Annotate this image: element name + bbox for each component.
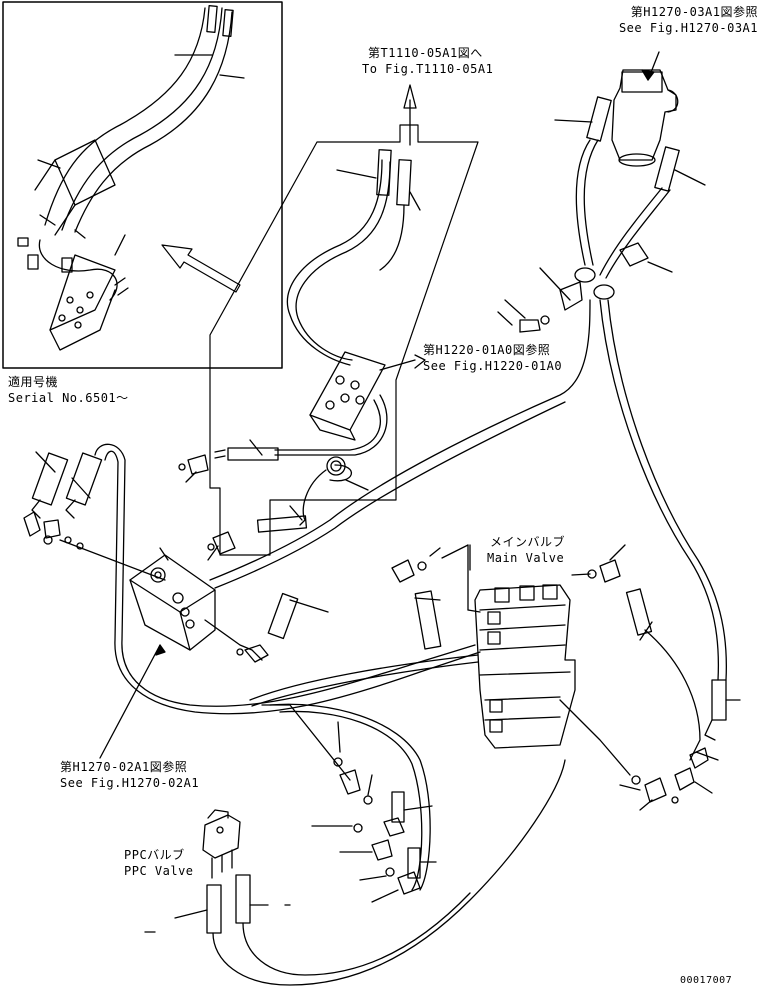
main-valve-en: Main Valve [487, 551, 565, 565]
ppc-valve-drawing [202, 809, 241, 879]
serial-en: Serial No.6501～ [8, 391, 129, 405]
center-region-outline [209, 124, 479, 556]
inset-arrow [161, 244, 241, 293]
leader-h1270-02a1 [99, 644, 161, 759]
main-valve-drawing [441, 544, 576, 749]
ref-h1270-03a1-en: See Fig.H1270-03A1 [618, 21, 758, 35]
ref-h1220-01a0-jp: 第H1220-01A0図参照 [423, 343, 551, 357]
main-valve-jp: メインバルブ [490, 535, 566, 549]
ppc-block [129, 547, 269, 663]
ppc-valve-en: PPC Valve [124, 864, 194, 878]
inset-box [2, 1, 283, 369]
ref-t1110-05a1-jp: 第T1110-05A1図へ [368, 46, 483, 60]
serial-jp: 適用号機 [8, 375, 59, 389]
up-arrow [403, 84, 417, 146]
ref-t1110-05a1-en: To Fig.T1110-05A1 [362, 62, 494, 76]
ref-h1270-03a1-jp: 第H1270-03A1図参照 [630, 5, 758, 19]
ref-h1220-01a0-en: See Fig.H1220-01A0 [423, 359, 563, 373]
ppc-valve-jp: PPCバルブ [124, 848, 185, 862]
ref-h1270-02a1-en: See Fig.H1270-02A1 [60, 776, 200, 790]
drawing-number: 00017007 [680, 975, 733, 986]
ref-h1270-02a1-jp: 第H1270-02A1図参照 [60, 760, 188, 774]
filter-assy [611, 51, 679, 167]
